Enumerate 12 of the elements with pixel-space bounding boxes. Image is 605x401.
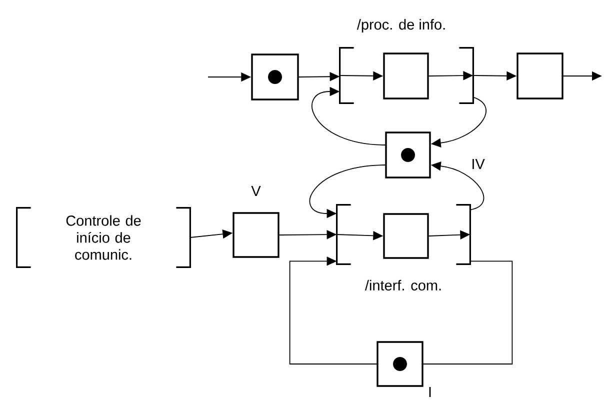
state-label: I [429, 387, 431, 397]
group-label: /interf. com. [364, 280, 441, 291]
state-label: IV [472, 159, 485, 169]
bracket-block: Controle de início de comunic. [16, 207, 191, 268]
state-label: V [251, 186, 261, 196]
box [383, 52, 429, 100]
arrow [289, 256, 378, 364]
token-box [251, 54, 299, 100]
group-label: /proc. de info. [356, 19, 445, 33]
box [516, 52, 564, 100]
box [383, 213, 429, 259]
arrow [312, 86, 386, 146]
